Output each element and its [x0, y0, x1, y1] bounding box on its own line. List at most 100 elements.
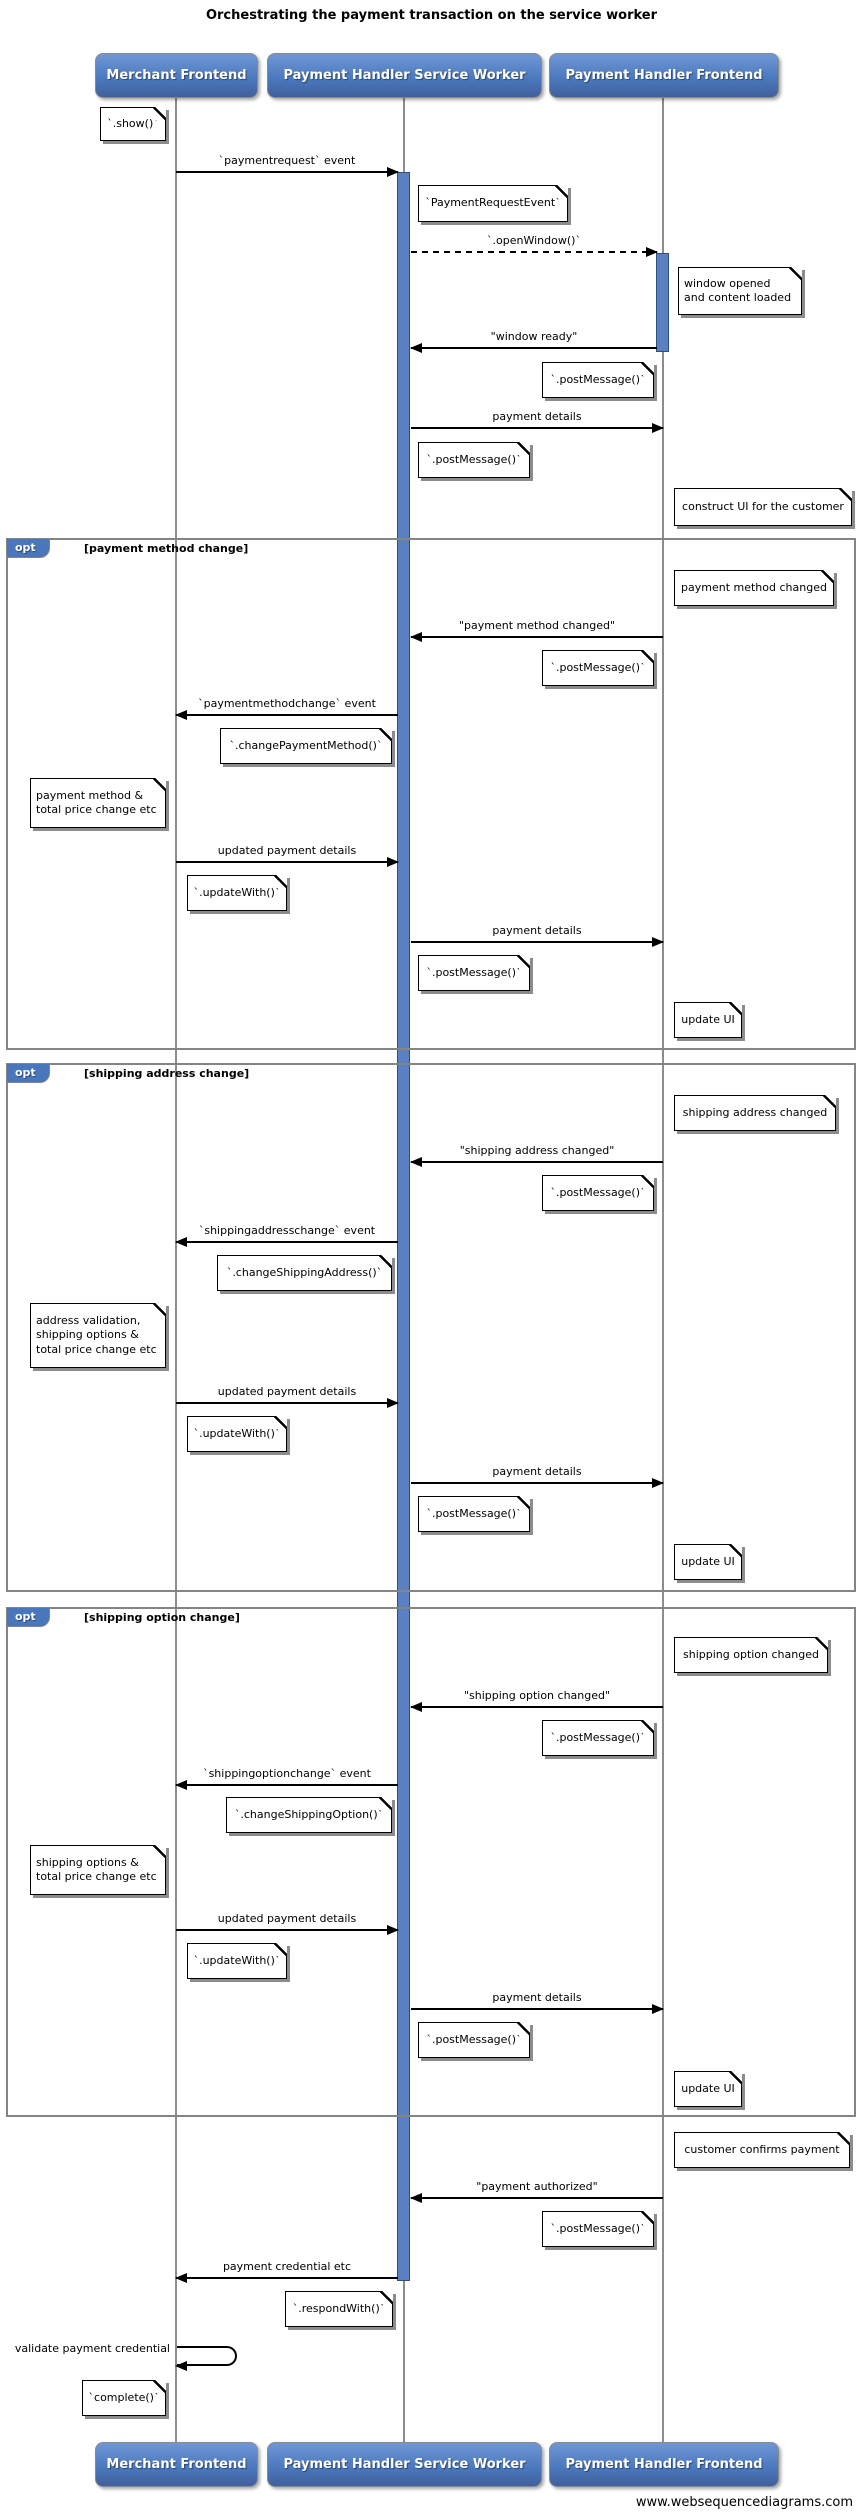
- note-fold-icon: [274, 1943, 287, 1956]
- note-show: `.show()`: [100, 107, 166, 141]
- fragment-opt-condition: [shipping address change]: [84, 1067, 250, 1080]
- watermark: www.websequencediagrams.com: [635, 2495, 853, 2510]
- arrow-left-icon: [410, 1702, 663, 1712]
- note-fold-icon: [837, 2132, 850, 2145]
- fragment-opt-label: opt: [6, 1607, 50, 1627]
- note-construct-ui: construct UI for the customer: [674, 488, 852, 526]
- arrow-right-icon: [411, 247, 658, 257]
- message-payment-method-changed: "payment method changed": [410, 619, 663, 649]
- note-fold-icon: [839, 488, 852, 501]
- arrow-right-icon: [411, 2004, 664, 2014]
- participant-merchant-frontend-bottom: Merchant Frontend: [95, 2442, 258, 2487]
- note-fold-icon: [153, 1845, 166, 1858]
- message-payment-details: payment details: [411, 924, 664, 954]
- fragment-opt-condition: [payment method change]: [84, 542, 249, 555]
- note-update-with: `.updateWith()`: [187, 1416, 287, 1452]
- note-fold-icon: [641, 1175, 654, 1188]
- fragment-opt-condition: [shipping option change]: [84, 1611, 240, 1624]
- message-payment-details: payment details: [411, 1991, 664, 2021]
- participant-payment-handler-service-worker-bottom: Payment Handler Service Worker: [267, 2442, 542, 2487]
- note-update-ui: update UI: [674, 1002, 742, 1038]
- note-fold-icon: [821, 570, 834, 583]
- arrow-left-icon: [175, 1237, 398, 1247]
- note-shipping-option-changed: shipping option changed: [674, 1637, 828, 1673]
- self-call-arrow-icon: [175, 2346, 237, 2371]
- note-fold-icon: [641, 2211, 654, 2224]
- arrow-right-icon: [411, 937, 664, 947]
- note-post-message: `.postMessage()`: [542, 650, 654, 686]
- message-payment-authorized: "payment authorized": [410, 2180, 663, 2210]
- message-paymentmethodchange-event: `paymentmethodchange` event: [175, 697, 398, 727]
- note-shipping-options-total-price: shipping options & total price change et…: [30, 1845, 166, 1895]
- fragment-opt-shipping-address-change: opt [shipping address change]: [6, 1063, 856, 1592]
- fragment-opt-payment-method-change: opt [payment method change]: [6, 538, 856, 1050]
- arrow-right-icon: [176, 1925, 399, 1935]
- arrow-right-icon: [411, 423, 664, 433]
- note-change-shipping-option: `.changeShippingOption()`: [226, 1797, 392, 1833]
- arrow-left-icon: [175, 710, 398, 720]
- note-fold-icon: [729, 2071, 742, 2084]
- message-shipping-address-changed: "shipping address changed": [410, 1144, 663, 1174]
- message-window-ready: "window ready": [410, 330, 657, 360]
- note-post-message: `.postMessage()`: [418, 1496, 530, 1532]
- note-fold-icon: [379, 728, 392, 741]
- note-post-message: `.postMessage()`: [418, 442, 530, 478]
- message-updated-payment-details: updated payment details: [176, 1912, 399, 1942]
- message-validate-payment-credential: validate payment credential: [14, 2342, 170, 2355]
- message-updated-payment-details: updated payment details: [176, 844, 399, 874]
- note-fold-icon: [153, 1303, 166, 1316]
- note-post-message: `.postMessage()`: [542, 362, 654, 398]
- arrow-left-icon: [410, 632, 663, 642]
- arrow-left-icon: [175, 2273, 398, 2283]
- note-fold-icon: [789, 267, 802, 280]
- note-fold-icon: [517, 2022, 530, 2035]
- message-shippingaddresschange-event: `shippingaddresschange` event: [175, 1224, 398, 1254]
- participant-merchant-frontend-top: Merchant Frontend: [95, 53, 258, 98]
- note-fold-icon: [729, 1544, 742, 1557]
- fragment-opt-shipping-option-change: opt [shipping option change]: [6, 1607, 856, 2117]
- note-fold-icon: [153, 107, 166, 120]
- note-update-ui: update UI: [674, 2071, 742, 2107]
- note-fold-icon: [379, 1255, 392, 1268]
- note-fold-icon: [641, 362, 654, 375]
- diagram-title: Orchestrating the payment transaction on…: [205, 8, 658, 23]
- note-window-opened: window opened and content loaded: [678, 267, 802, 315]
- note-fold-icon: [641, 1720, 654, 1733]
- arrow-right-icon: [176, 1398, 399, 1408]
- arrow-left-icon: [410, 1157, 663, 1167]
- note-fold-icon: [153, 778, 166, 791]
- message-paymentrequest-event: `paymentrequest` event: [176, 154, 399, 184]
- participant-payment-handler-service-worker-top: Payment Handler Service Worker: [267, 53, 542, 98]
- message-payment-details: payment details: [411, 410, 664, 440]
- note-fold-icon: [274, 875, 287, 888]
- note-payment-method-changed: payment method changed: [674, 570, 834, 606]
- activation-bar-payment-handler-frontend: [656, 253, 669, 352]
- note-update-with: `.updateWith()`: [187, 1943, 287, 1979]
- message-updated-payment-details: updated payment details: [176, 1385, 399, 1415]
- note-payment-request-event: `PaymentRequestEvent`: [418, 185, 568, 222]
- arrow-left-icon: [175, 1780, 398, 1790]
- activation-bar-service-worker: [397, 172, 410, 2281]
- note-respond-with: `.respondWith()`: [285, 2291, 393, 2327]
- note-fold-icon: [823, 1095, 836, 1108]
- note-fold-icon: [641, 650, 654, 663]
- fragment-opt-label: opt: [6, 1063, 50, 1083]
- note-post-message: `.postMessage()`: [418, 2022, 530, 2058]
- note-fold-icon: [380, 2291, 393, 2304]
- note-change-shipping-address: `.changeShippingAddress()`: [217, 1255, 392, 1291]
- message-open-window: `.openWindow()`: [411, 234, 658, 264]
- message-shipping-option-changed: "shipping option changed": [410, 1689, 663, 1719]
- note-shipping-address-changed: shipping address changed: [674, 1095, 836, 1131]
- note-fold-icon: [815, 1637, 828, 1650]
- fragment-opt-label: opt: [6, 538, 50, 558]
- arrow-right-icon: [411, 1478, 664, 1488]
- note-fold-icon: [729, 1002, 742, 1015]
- note-post-message: `.postMessage()`: [542, 2211, 654, 2247]
- arrow-right-icon: [176, 167, 399, 177]
- arrow-right-icon: [176, 857, 399, 867]
- arrow-left-icon: [410, 343, 657, 353]
- note-address-validation: address validation, shipping options & t…: [30, 1303, 166, 1368]
- note-payment-method-total-price: payment method & total price change etc: [30, 778, 166, 828]
- participant-payment-handler-frontend-bottom: Payment Handler Frontend: [549, 2442, 779, 2487]
